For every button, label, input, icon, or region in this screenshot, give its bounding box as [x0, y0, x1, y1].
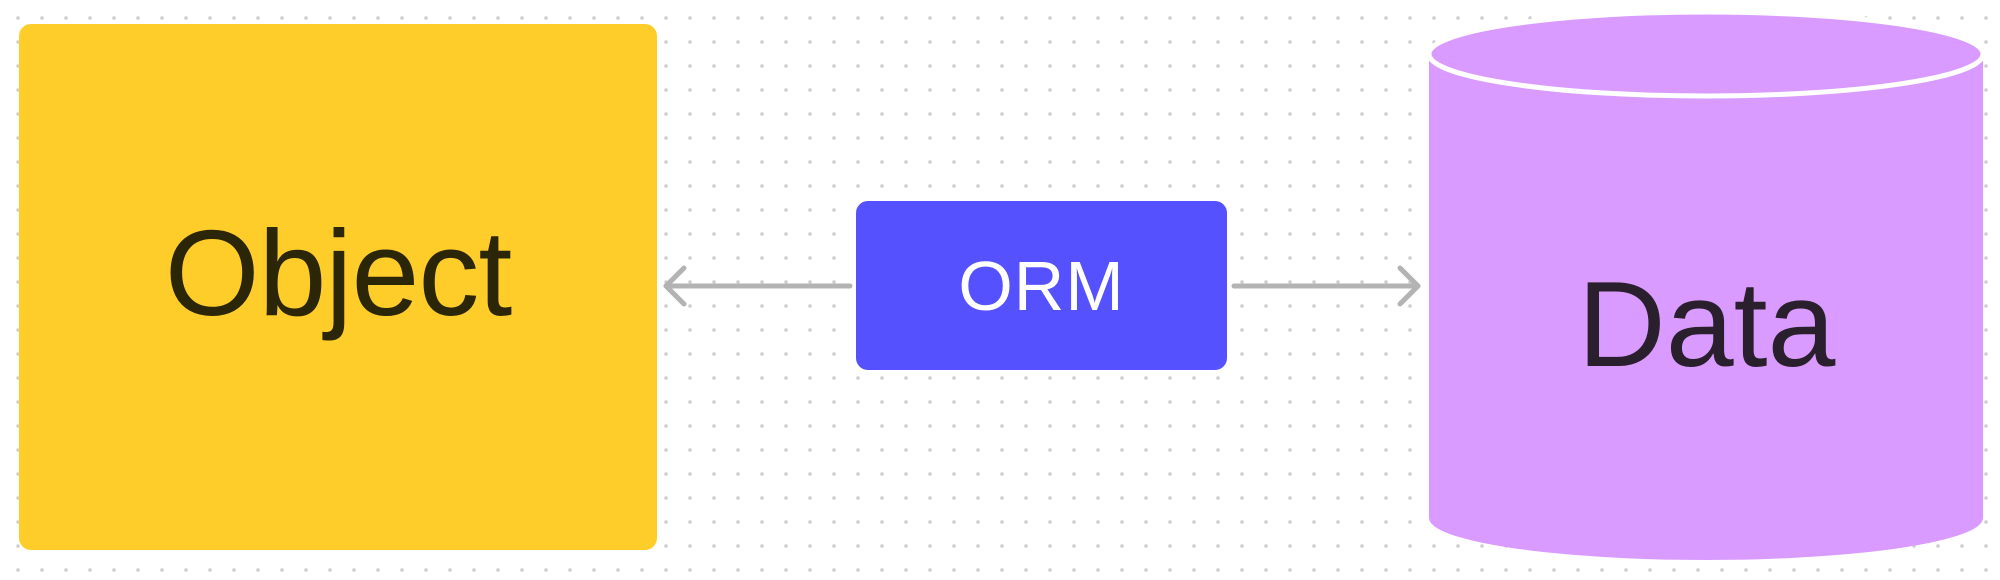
- object-node-label: Object: [164, 205, 513, 341]
- connector-orm-to-data[interactable]: [1231, 265, 1421, 307]
- arrowhead-left-icon: [663, 265, 687, 307]
- object-node[interactable]: Object: [19, 24, 657, 550]
- connector-orm-to-object[interactable]: [663, 265, 853, 307]
- data-node-label: Data: [1577, 256, 1836, 392]
- data-node[interactable]: Data: [1425, 8, 1988, 568]
- orm-node[interactable]: ORM: [856, 201, 1227, 370]
- arrowhead-right-icon: [1397, 265, 1421, 307]
- database-cylinder-icon: [1426, 9, 1986, 560]
- orm-node-label: ORM: [958, 246, 1125, 325]
